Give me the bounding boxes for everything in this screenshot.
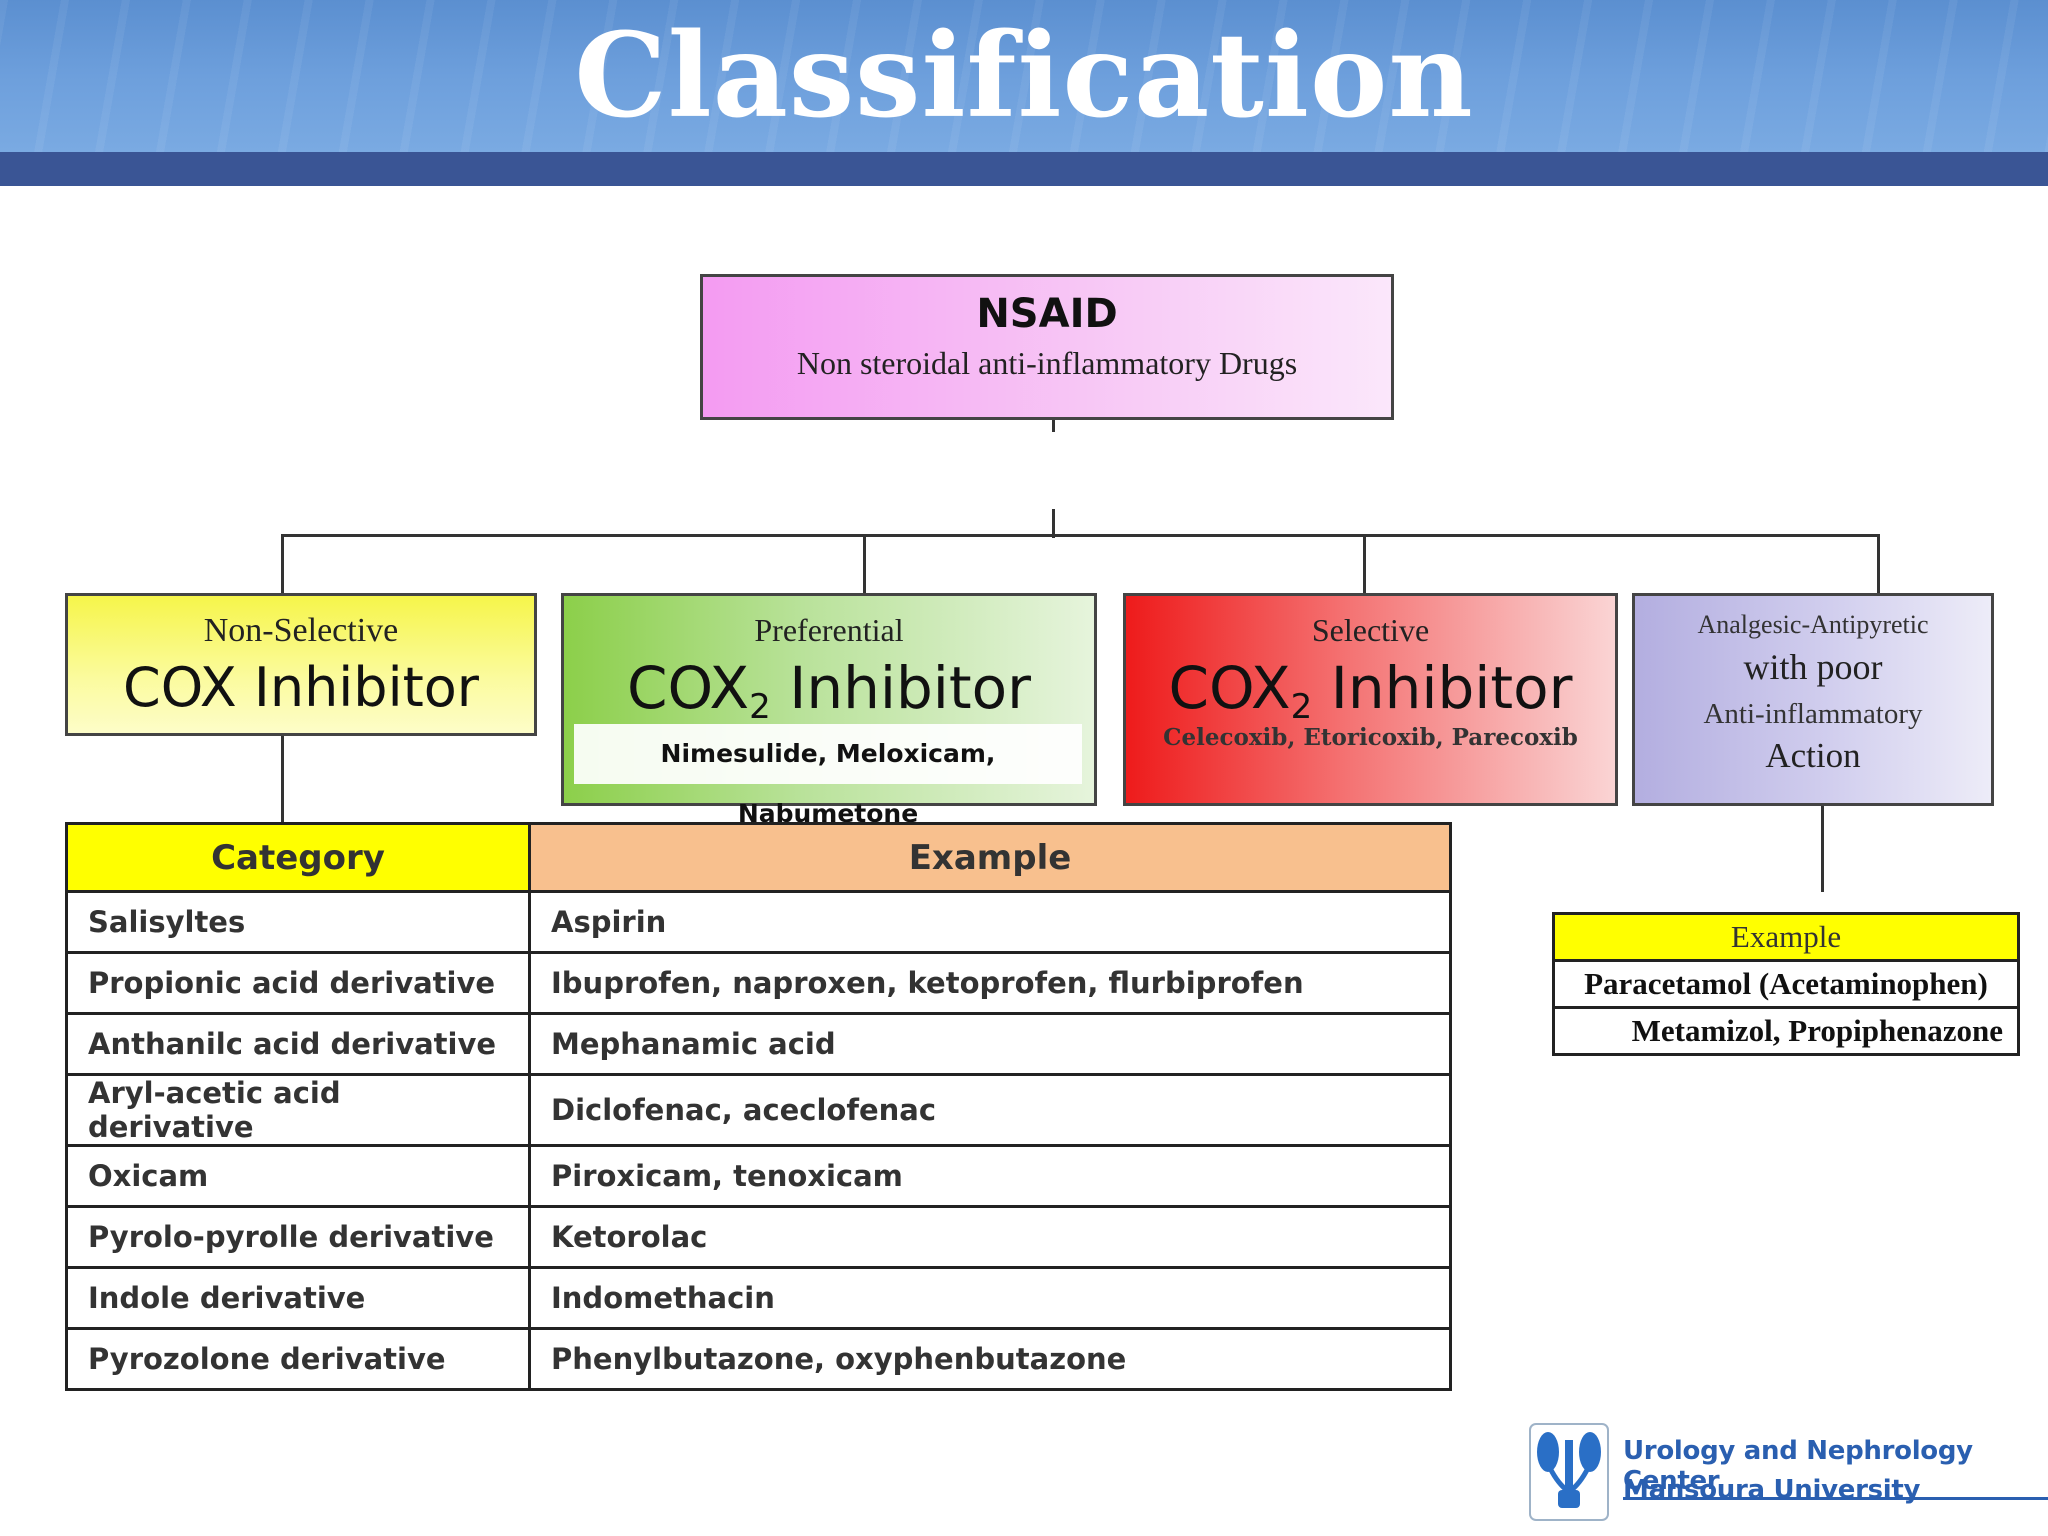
selective-label: Selective [1311,612,1430,648]
example-cell: Ketorolac [528,1205,1452,1269]
selective-cox2-label: COX2 Inhibitor [1168,654,1573,727]
connector-root-trunk [1052,509,1055,538]
connector-drop-non-selective [281,534,284,593]
category-cell: Oxicam [65,1144,531,1208]
connector-non-selective-to-table [281,736,284,822]
category-cell: Propionic acid derivative [65,951,531,1015]
header-band [0,152,2048,186]
footer-center-name: Urology and Nephrology Center [1623,1436,2048,1500]
table-row: Metamizol, Propiphenazone [1552,1006,2020,1056]
selective-examples: Celecoxib, Etoricoxib, Parecoxib [1163,724,1578,751]
category-cell: Salisyltes [65,890,531,954]
category-cell: Indole derivative [65,1266,531,1330]
analgesic-antipyretic-node: Analgesic-Antipyretic with poor Anti-inf… [1632,593,1994,806]
non-selective-label: Non-Selective [203,612,399,649]
header-banner: Classification [0,0,2048,152]
nsaid-root-node: NSAID Non steroidal anti-inflammatory Dr… [700,274,1394,420]
category-cell: Anthanilc acid derivative [65,1012,531,1076]
analgesic-examples-header-row: Example [1552,912,2020,962]
analgesic-line-2: with poor [1743,647,1883,687]
selective-cox2-node: Selective COX2 Inhibitor Celecoxib, Etor… [1123,593,1618,806]
analgesic-line-3: Anti-inflammatory [1703,698,1923,730]
preferential-cox2-node: Preferential COX2 Inhibitor Nimesulide, … [561,593,1097,828]
analgesic-example-cell: Metamizol, Propiphenazone [1552,1006,2020,1056]
connector-drop-preferential [863,534,866,593]
connector-horizontal [281,534,1880,537]
connector-drop-selective [1363,534,1366,593]
kidney-logo-icon [1529,1423,1609,1521]
nsaid-subtitle: Non steroidal anti-inflammatory Drugs [796,345,1298,381]
connector-root-stub [1052,420,1055,432]
analgesic-line-4: Action [1765,736,1861,775]
example-header: Example [528,822,1452,893]
example-cell: Aspirin [528,890,1452,954]
analgesic-examples-header: Example [1552,912,2020,962]
analgesic-line-1: Analgesic-Antipyretic [1697,610,1929,639]
category-cell: Aryl-acetic acid derivative [65,1073,531,1147]
category-table-header: Category Example [65,822,1452,893]
preferential-cox2-label: COX2 Inhibitor [626,654,1031,727]
footer-university-name: Mansoura University [1623,1475,1921,1505]
analgesic-examples-table: Example Paracetamol (Acetaminophen) Meta… [1552,912,2020,1056]
example-cell: Phenylbutazone, oxyphenbutazone [528,1327,1452,1391]
example-cell: Ibuprofen, naproxen, ketoprofen, flurbip… [528,951,1452,1015]
non-selective-cox-node: Non-Selective COX Inhibitor [65,593,537,736]
nsaid-title: NSAID [976,291,1118,337]
category-header: Category [65,822,531,893]
category-cell: Pyrozolone derivative [65,1327,531,1391]
preferential-examples: Nimesulide, Meloxicam, Nabumetone [574,724,1082,828]
table-row: Paracetamol (Acetaminophen) [1552,959,2020,1009]
example-cell: Indomethacin [528,1266,1452,1330]
page-title: Classification [574,8,1474,144]
preferential-label: Preferential [754,612,904,648]
example-cell: Mephanamic acid [528,1012,1452,1076]
category-cell: Pyrolo-pyrolle derivative [65,1205,531,1269]
example-cell: Piroxicam, tenoxicam [528,1144,1452,1208]
cox-inhibitor-label: COX Inhibitor [123,656,479,719]
analgesic-example-cell: Paracetamol (Acetaminophen) [1552,959,2020,1009]
example-cell: Diclofenac, aceclofenac [528,1073,1452,1147]
header-texture [0,0,2048,152]
connector-analgesic-to-examples [1821,806,1824,892]
connector-drop-analgesic [1877,534,1880,593]
